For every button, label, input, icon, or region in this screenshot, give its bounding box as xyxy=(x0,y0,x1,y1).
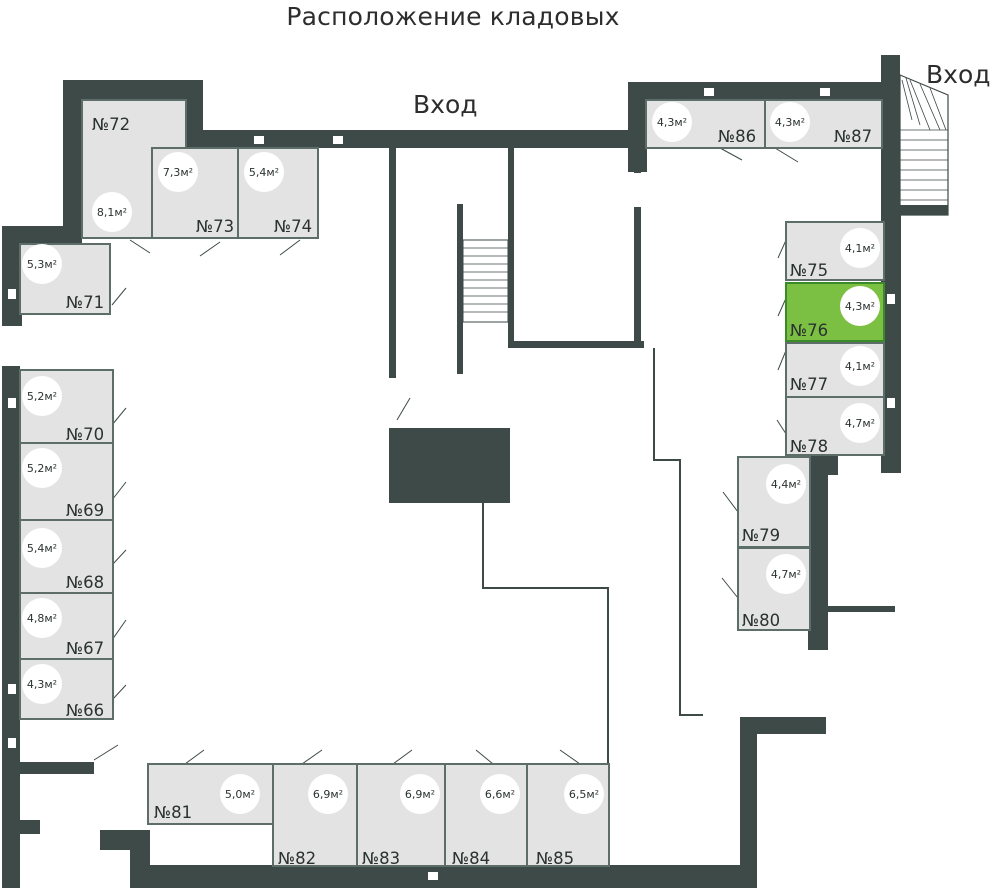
storage-unit-75[interactable]: 4,1м² №75 xyxy=(785,221,885,281)
unit-area: 6,5м² xyxy=(569,788,599,801)
unit-number: №70 xyxy=(66,425,104,444)
storage-unit-66[interactable]: 4,3м² №66 xyxy=(19,658,114,720)
unit-area: 4,3м² xyxy=(657,116,687,129)
area-badge xyxy=(480,774,520,814)
unit-number: №77 xyxy=(790,375,828,394)
unit-number: №69 xyxy=(66,501,104,520)
unit-number: №86 xyxy=(718,127,756,146)
area-badge xyxy=(220,774,260,814)
unit-number: №87 xyxy=(834,127,872,146)
unit-area: 7,3м² xyxy=(163,166,193,179)
area-badge xyxy=(840,403,880,443)
storage-unit-67[interactable]: 4,8м² №67 xyxy=(19,592,114,660)
area-badge xyxy=(22,244,62,284)
area-badge xyxy=(308,774,348,814)
storage-units: 8,1м² №72 7,3м² №73 5,4м² №74 5,3м² №71 5,2м² №70… xyxy=(19,99,885,868)
storage-unit-87[interactable]: 4,3м² №87 xyxy=(764,99,883,149)
storage-unit-70[interactable]: 5,2м² №70 xyxy=(19,369,114,444)
area-badge xyxy=(400,774,440,814)
entrance-label-top: Вход xyxy=(413,90,478,119)
unit-area: 4,3м² xyxy=(845,300,875,313)
interior-walls xyxy=(389,148,895,864)
unit-area: 4,7м² xyxy=(845,417,875,430)
area-badge xyxy=(766,554,806,594)
unit-area: 5,4м² xyxy=(249,166,279,179)
unit-number: №73 xyxy=(196,217,234,236)
unit-number: №67 xyxy=(66,639,104,658)
unit-area: 4,1м² xyxy=(845,242,875,255)
storage-unit-86[interactable]: 4,3м² №86 xyxy=(645,99,766,149)
unit-area: 6,6м² xyxy=(485,788,515,801)
unit-number: №71 xyxy=(66,293,104,312)
unit-number: №84 xyxy=(452,849,490,868)
area-badge xyxy=(770,102,810,142)
unit-area: 5,2м² xyxy=(27,390,57,403)
storage-unit-74[interactable]: 5,4м² №74 xyxy=(237,147,319,239)
storage-unit-81[interactable]: 5,0м² №81 xyxy=(147,763,274,825)
area-badge xyxy=(840,286,880,326)
unit-number: №72 xyxy=(92,115,130,134)
unit-area: 8,1м² xyxy=(97,206,127,219)
area-badge xyxy=(840,228,880,268)
unit-number: №74 xyxy=(274,217,312,236)
storage-unit-76[interactable]: 4,3м² №76 xyxy=(785,282,885,342)
storage-unit-82[interactable]: 6,9м² №82 xyxy=(272,763,358,868)
unit-area: 4,7м² xyxy=(771,568,801,581)
storage-unit-68[interactable]: 5,4м² №68 xyxy=(19,519,114,594)
area-badge xyxy=(22,376,62,416)
unit-number: №79 xyxy=(742,526,780,545)
plan-title: Расположение кладовых xyxy=(286,2,620,31)
area-badge xyxy=(158,152,198,192)
unit-number: №76 xyxy=(790,321,828,340)
storage-unit-78[interactable]: 4,7м² №78 xyxy=(785,396,885,456)
unit-number: №78 xyxy=(790,437,828,456)
door-marks xyxy=(93,147,799,765)
storage-unit-80[interactable]: 4,7м² №80 xyxy=(737,547,811,631)
unit-area: 4,3м² xyxy=(27,678,57,691)
unit-number: №66 xyxy=(66,701,104,720)
stairs-center-icon xyxy=(462,239,509,323)
unit-area: 4,1м² xyxy=(845,360,875,373)
area-badge xyxy=(22,598,62,638)
storage-unit-79[interactable]: 4,4м² №79 xyxy=(737,456,811,548)
storage-unit-85[interactable]: 6,5м² №85 xyxy=(526,763,610,868)
unit-area: 4,8м² xyxy=(27,612,57,625)
unit-number: №75 xyxy=(790,261,828,280)
unit-area: 4,3м² xyxy=(775,116,805,129)
unit-area: 5,0м² xyxy=(225,788,255,801)
unit-area: 5,2м² xyxy=(27,462,57,475)
unit-number: №68 xyxy=(66,573,104,592)
area-badge xyxy=(22,528,62,568)
outer-walls xyxy=(2,55,901,888)
stairs-entrance-icon xyxy=(899,74,949,216)
area-badge xyxy=(766,464,806,504)
unit-area: 6,9м² xyxy=(313,788,343,801)
storage-unit-73[interactable]: 7,3м² №73 xyxy=(151,147,239,239)
unit-number: №80 xyxy=(742,611,780,630)
area-badge xyxy=(22,664,62,704)
storage-unit-69[interactable]: 5,2м² №69 xyxy=(19,442,114,521)
area-badge xyxy=(840,346,880,386)
unit-area: 4,4м² xyxy=(771,478,801,491)
area-badge xyxy=(22,448,62,488)
entrance-label-right: Вход xyxy=(926,60,991,89)
storage-unit-71[interactable]: 5,3м² №71 xyxy=(19,243,111,315)
area-badge xyxy=(652,102,692,142)
area-badge xyxy=(244,152,284,192)
unit-number: №83 xyxy=(362,849,400,868)
unit-number: №85 xyxy=(536,849,574,868)
unit-area: 5,3м² xyxy=(27,258,57,271)
area-badge xyxy=(564,774,604,814)
unit-number: №81 xyxy=(154,803,192,822)
area-badge xyxy=(92,192,132,232)
unit-area: 6,9м² xyxy=(405,788,435,801)
unit-area: 5,4м² xyxy=(27,542,57,555)
storage-unit-83[interactable]: 6,9м² №83 xyxy=(356,763,446,868)
storage-unit-77[interactable]: 4,1м² №77 xyxy=(785,342,885,398)
unit-number: №82 xyxy=(278,849,316,868)
storage-unit-84[interactable]: 6,6м² №84 xyxy=(444,763,528,868)
